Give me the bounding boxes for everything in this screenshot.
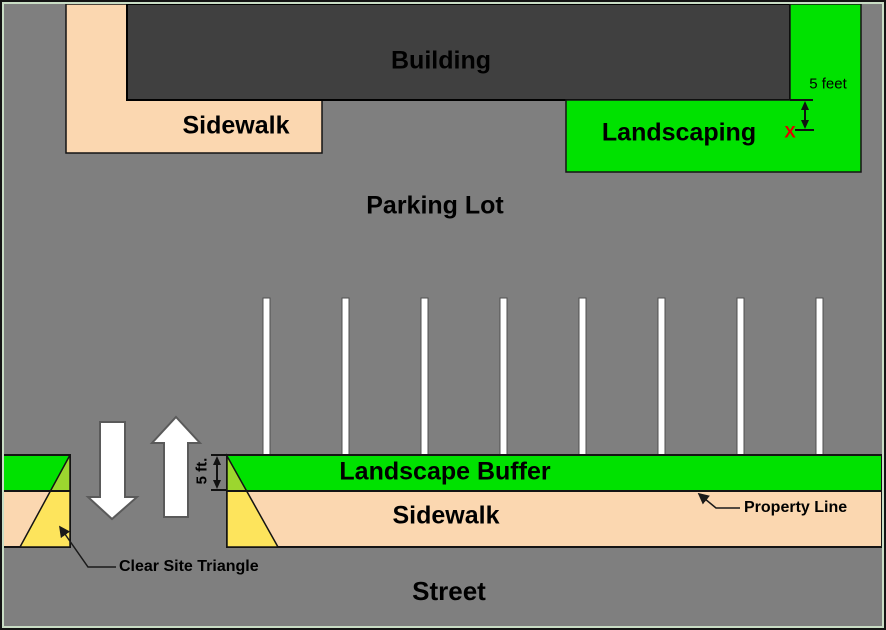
parking-stall-lines (262, 297, 824, 456)
clear-site-triangle-left-outline (18, 454, 71, 548)
clear-site-triangle-right-outline (226, 453, 280, 548)
landscaping-label: Landscaping (601, 118, 757, 147)
up-arrow-icon (149, 415, 203, 518)
parking-line (815, 297, 824, 456)
sidewalk-bottom-label: Sidewalk (392, 501, 500, 530)
clear-site-triangle-right-lower (227, 491, 278, 547)
parking-lot-label: Parking Lot (366, 191, 504, 220)
down-arrow-icon (85, 421, 140, 521)
sidewalk-top-label: Sidewalk (182, 111, 290, 140)
parking-line (420, 297, 429, 456)
property-line-label: Property Line (744, 499, 848, 516)
x-marker-label: X (784, 122, 796, 142)
parking-line (736, 297, 745, 456)
buffer-width-dim-label: 5 ft. (193, 457, 211, 485)
parking-line (578, 297, 587, 456)
buffer-width-dimension (211, 454, 226, 491)
landscape-buffer-label: Landscape Buffer (339, 457, 551, 486)
clear-site-triangle-left-lower (20, 491, 70, 547)
parking-line (657, 297, 666, 456)
building-offset-dim-label: 5 feet (809, 75, 847, 93)
parking-line (341, 297, 350, 456)
property-line-leader (697, 492, 740, 509)
parking-line (262, 297, 271, 456)
building-label: Building (391, 46, 491, 75)
street-label: Street (412, 576, 486, 606)
landscape-buffer-area (226, 454, 883, 492)
sidewalk-strip-area (226, 490, 883, 548)
parking-line (499, 297, 508, 456)
building-offset-dimension (790, 99, 814, 131)
clear-site-triangle-leader (59, 525, 116, 568)
clear-site-triangle-label: Clear Site Triangle (119, 558, 259, 575)
